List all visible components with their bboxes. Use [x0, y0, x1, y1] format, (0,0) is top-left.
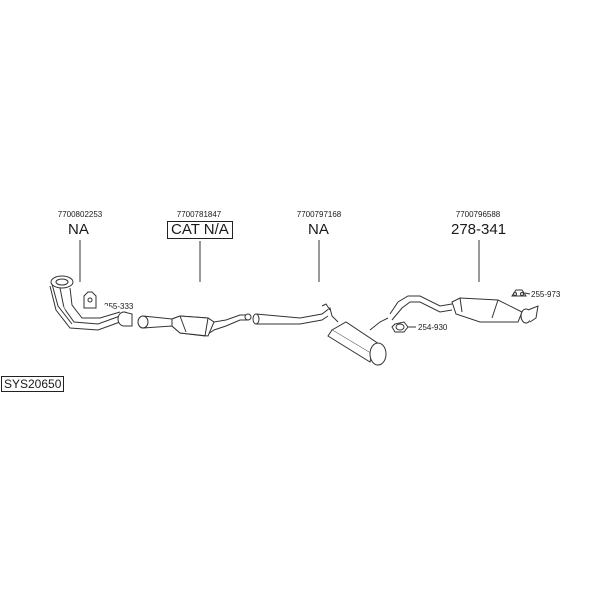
accessory-ref-rubber-hanger[interactable]: 255-973: [531, 290, 561, 299]
system-id-label: SYS20650: [1, 376, 65, 392]
oem-number-front-pipe: 7700802253: [57, 210, 103, 219]
oem-number-middle-silencer: 7700797168: [296, 210, 342, 219]
part-code-front-pipe[interactable]: NA: [68, 221, 89, 238]
rear-silencer: [389, 295, 539, 324]
rubber-hanger-icon: [511, 289, 527, 297]
gasket-icon: [391, 321, 409, 333]
oem-number-rear-silencer: 7700796588: [455, 210, 501, 219]
rubber-mount-icon: [83, 291, 97, 309]
leader-line-hanger: [524, 292, 531, 295]
accessory-ref-gasket[interactable]: 254-930: [418, 323, 448, 332]
part-code-catalyst[interactable]: CAT N/A: [167, 221, 233, 239]
catalyst: [137, 313, 252, 337]
middle-silencer: [252, 303, 389, 366]
accessory-ref-mount[interactable]: 255-333: [104, 302, 134, 311]
part-code-middle-silencer[interactable]: NA: [308, 221, 329, 238]
part-code-rear-silencer[interactable]: 278-341: [451, 221, 507, 238]
oem-number-catalyst: 7700781847: [176, 210, 222, 219]
